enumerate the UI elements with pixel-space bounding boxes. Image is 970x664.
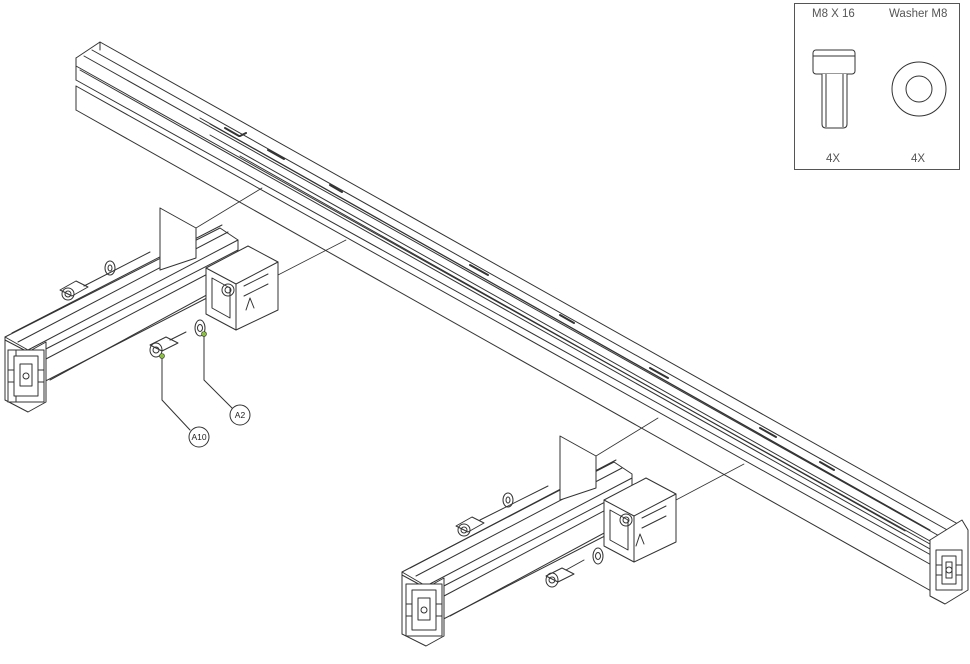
bolt-icon — [812, 49, 856, 129]
left-corner-bracket — [205, 245, 279, 331]
callout-label-bolt: A10 — [191, 432, 206, 442]
assembly-guide-lines — [195, 187, 745, 501]
callout-leaders — [161, 335, 233, 431]
right-fasteners — [455, 485, 604, 588]
bolt-qty-label: 4X — [826, 153, 841, 165]
parts-list-box: M8 X 16 Washer M8 4X 4X — [794, 3, 960, 170]
top-beam-extrusion — [75, 41, 969, 605]
left-extrusion — [4, 224, 239, 413]
left-mounting-plate — [159, 207, 197, 271]
callout-bubble-washer: A2 — [229, 404, 251, 426]
callout-label-washer: A2 — [235, 410, 246, 420]
callout-dot-bolt — [159, 353, 165, 359]
right-extrusion — [401, 459, 633, 647]
washer-icon — [891, 61, 947, 117]
washer-qty-label: 4X — [911, 153, 926, 165]
right-corner-bracket — [603, 477, 677, 563]
left-fasteners — [59, 251, 206, 358]
washer-name-label: Washer M8 — [889, 8, 948, 20]
callout-bubble-bolt: A10 — [188, 426, 210, 448]
right-mounting-plate — [559, 435, 597, 501]
parts-icons — [812, 49, 947, 129]
bolt-name-label: M8 X 16 — [812, 8, 855, 20]
callout-dot-washer — [201, 331, 207, 337]
